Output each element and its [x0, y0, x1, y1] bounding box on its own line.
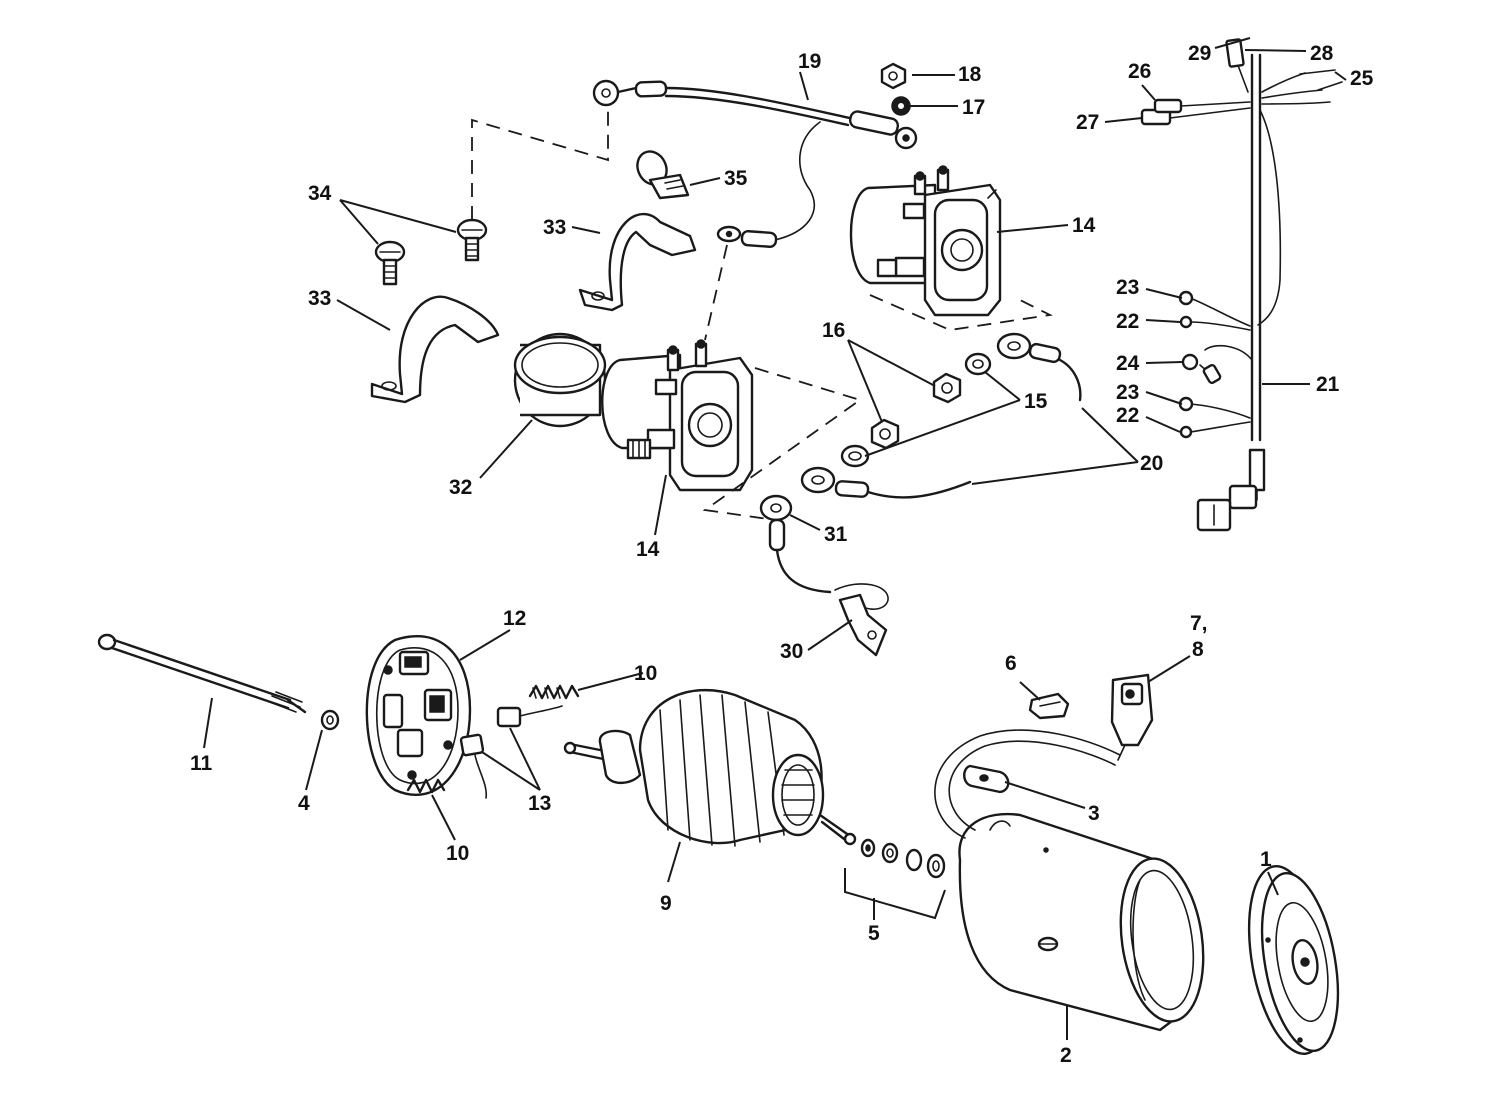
callout-31: 31 [824, 523, 848, 546]
callout-18: 18 [958, 63, 982, 86]
band-32 [513, 332, 607, 428]
callout-10-bottom: 10 [446, 842, 469, 865]
callout-34: 34 [308, 182, 332, 205]
field-frame-2 [958, 812, 1205, 1032]
callout-29: 29 [1188, 42, 1211, 65]
callout-12: 12 [503, 607, 526, 630]
callout-27: 27 [1076, 111, 1099, 134]
bracket-33-upper [578, 212, 697, 312]
dashed-guide-screw [471, 108, 609, 220]
brush-plate-12 [365, 635, 472, 797]
brush-13-upper [496, 705, 563, 728]
leader-lines [203, 37, 1347, 1040]
callout-23-top: 23 [1116, 276, 1139, 299]
callout-21: 21 [1316, 373, 1340, 396]
callout-33-top: 33 [543, 216, 566, 239]
callout-15: 15 [1024, 390, 1048, 413]
callout-16: 16 [822, 319, 845, 342]
callout-28: 28 [1310, 42, 1334, 65]
callout-23-bottom: 23 [1116, 381, 1139, 404]
ground-cable-31 [759, 494, 832, 594]
callout-35: 35 [724, 167, 748, 190]
callout-22-bottom: 22 [1116, 404, 1139, 427]
solenoid-upper-14 [849, 165, 1002, 317]
thru-bolt-11 [97, 633, 307, 714]
callout-20: 20 [1140, 452, 1163, 475]
callout-4: 4 [298, 792, 310, 815]
bracket-33-lower [370, 295, 500, 404]
terminal-30 [834, 583, 889, 657]
end-cap-1 [1247, 865, 1340, 1055]
cable-20-upper [996, 332, 1082, 402]
callout-2: 2 [1060, 1044, 1072, 1067]
grommet-3 [963, 764, 1010, 794]
cable-20-lower [800, 466, 972, 499]
callout-22-top: 22 [1116, 310, 1139, 333]
callout-25: 25 [1350, 67, 1374, 90]
wiring-harness-21 [1140, 38, 1343, 532]
callout-8: 8 [1192, 638, 1204, 661]
armature-9 [563, 688, 857, 847]
clip-6 [1028, 692, 1070, 720]
callout-33-left: 33 [308, 287, 331, 310]
dashed-guide-lower-solenoid [702, 367, 863, 521]
battery-cable-19 [592, 79, 918, 248]
callout-7: 7, [1190, 612, 1208, 635]
field-lead-7-8 [934, 673, 1154, 839]
callout-30: 30 [780, 640, 803, 663]
nut-18 [880, 62, 907, 90]
callout-14-bottom: 14 [636, 538, 660, 561]
callout-19: 19 [798, 50, 821, 73]
callout-24: 24 [1116, 352, 1140, 375]
lockwasher-17 [891, 96, 911, 116]
lockwasher-15-upper [964, 352, 992, 376]
callout-14-top: 14 [1072, 214, 1096, 237]
callout-5: 5 [868, 922, 880, 945]
callout-17: 17 [962, 96, 985, 119]
nut-16-upper [932, 372, 962, 404]
callout-3: 3 [1088, 802, 1100, 825]
nut-16-lower [870, 418, 900, 450]
callout-11: 11 [190, 752, 213, 775]
callout-32: 32 [449, 476, 472, 499]
washer-set-5 [860, 838, 946, 879]
callout-labels: 19 18 17 35 14 34 33 33 32 14 16 15 20 3… [190, 42, 1374, 1067]
callout-10-top: 10 [634, 662, 657, 685]
clamp-35 [636, 150, 690, 200]
screw-34-left [374, 240, 406, 286]
callout-9: 9 [660, 892, 672, 915]
callout-13: 13 [528, 792, 551, 815]
callout-26: 26 [1128, 60, 1151, 83]
dashed-guide-cable-end [704, 244, 728, 341]
callout-6: 6 [1005, 652, 1017, 675]
washer-4 [320, 709, 340, 731]
spring-10-lower [406, 778, 446, 794]
spring-10-upper [528, 684, 580, 700]
lockwasher-15-lower [840, 444, 870, 468]
callout-1: 1 [1260, 848, 1272, 871]
brush-13-lower [459, 733, 488, 799]
screw-34-right [456, 218, 488, 262]
solenoid-lower-14 [601, 339, 754, 492]
